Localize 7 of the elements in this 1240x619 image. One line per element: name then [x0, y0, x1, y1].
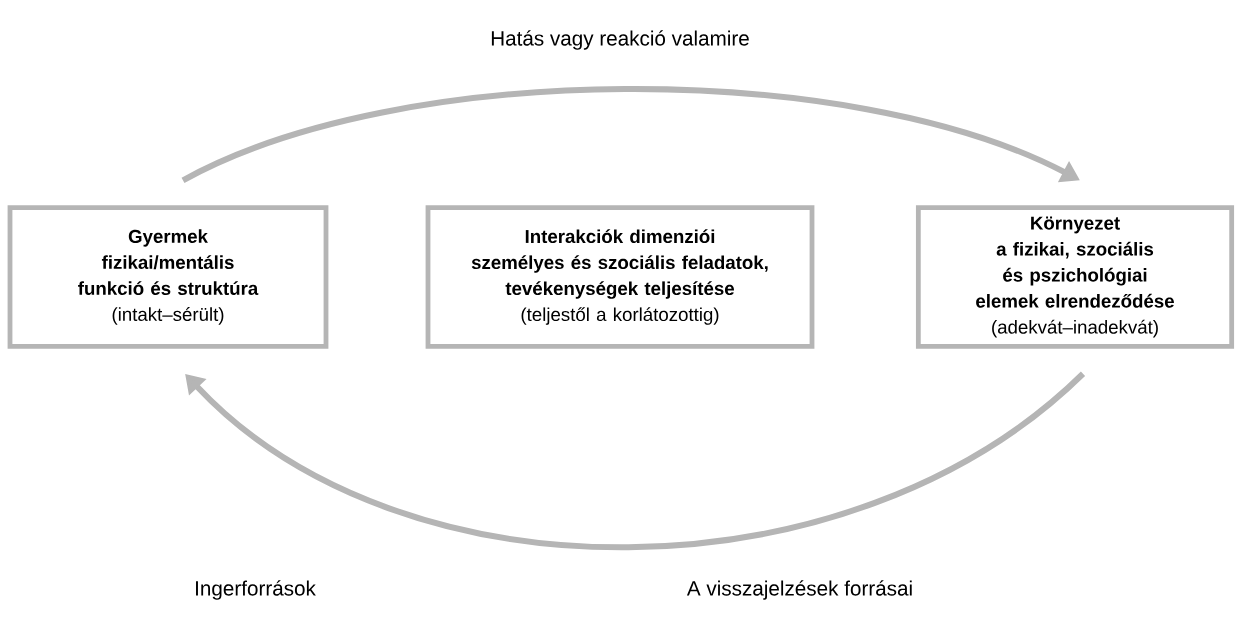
process-box: Interakciók dimenziói személyes és szociális feladatok, tevékenységek teljesítése (teljestől a korlátozottig)	[425, 205, 815, 349]
caption-label: Ingerforrások	[196, 580, 316, 600]
edge-label: Hatás vagy reakció valamire	[487, 27, 753, 53]
arrow	[185, 371, 1085, 551]
process-box: Környezet a fizikai, szociális és pszichológiai elemek elrendeződése (adekvát–inadekvát)	[915, 205, 1235, 349]
caption-label: A visszajelzések forrásai	[686, 580, 912, 600]
process-box: Gyermek fizikai/mentális funkció és struktúra (intakt–sérült)	[7, 205, 329, 349]
